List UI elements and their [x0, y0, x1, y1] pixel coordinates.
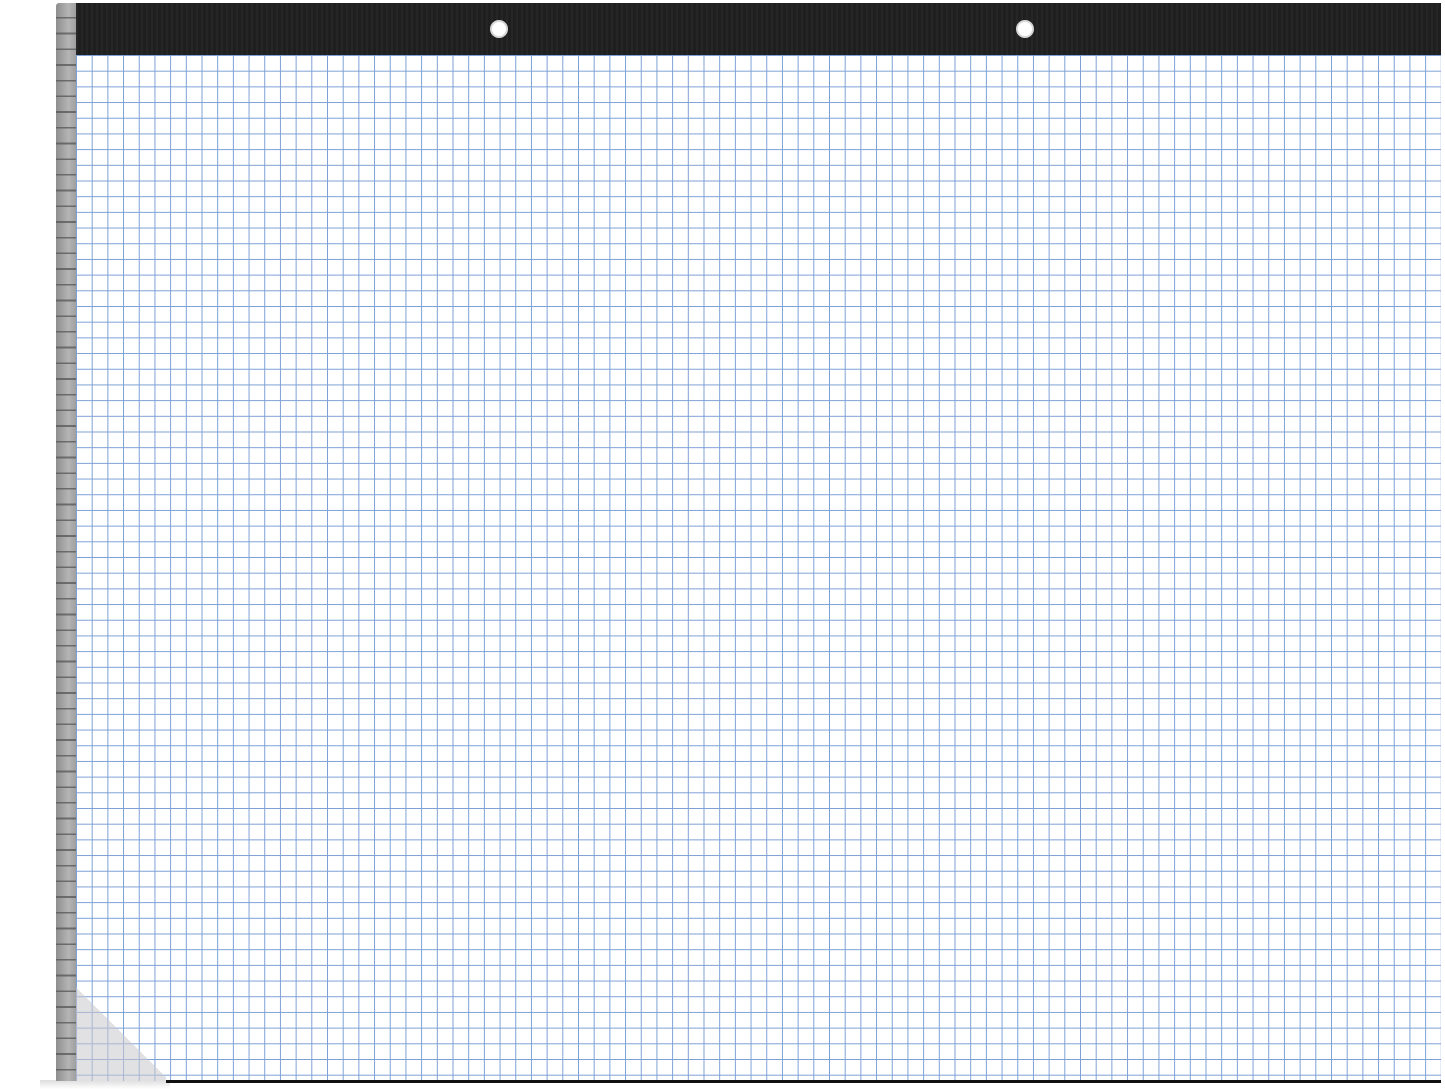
- page-corner-fold: [76, 983, 166, 1081]
- pad-side-edge: [56, 3, 77, 1081]
- grid-paper-sheet: [76, 55, 1441, 1081]
- pad-header-binding: [76, 3, 1441, 55]
- grommet-right-icon: [1016, 20, 1034, 38]
- grommet-left-icon: [490, 20, 508, 38]
- pad-shadow: [40, 1080, 170, 1089]
- pad-bottom-edge: [166, 1080, 1441, 1083]
- page-stack-lines: [56, 3, 77, 1081]
